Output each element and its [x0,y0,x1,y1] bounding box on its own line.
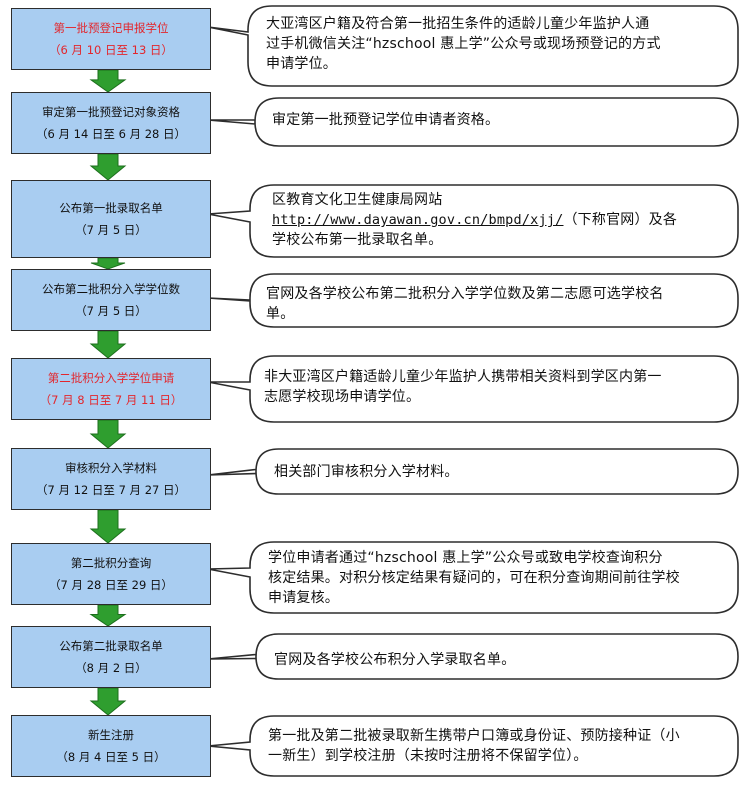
desc-line: 区教育文化卫生健康局网站 [272,192,443,208]
step-desc-9: 第一批及第二批被录取新生携带户口簿或身份证、预防接种证（小 一新生）到学校注册（… [268,726,680,766]
desc-line: 官网及各学校公布第二批积分入学学位数及第二志愿可选学校名 [266,286,664,302]
callout-bubble-8 [207,633,739,680]
callout-bubble-2 [207,97,739,147]
down-arrow-icon [89,604,127,627]
callout-bubble-9 [207,715,739,777]
step-box-7: 第二批积分查询 （7 月 28 日至 29 日） [11,543,211,605]
desc-line: 相关部门审核积分入学材料。 [274,464,459,480]
step-desc-3: 区教育文化卫生健康局网站 http://www.dayawan.gov.cn/b… [272,190,677,250]
step-box-4: 公布第二批积分入学学位数 （7 月 5 日） [11,269,211,331]
step-title: 第一批预登记申报学位 [53,21,169,35]
website-link[interactable]: http://www.dayawan.gov.cn/bmpd/xjj/ [272,212,564,228]
down-arrow-icon [89,419,127,449]
step-date: （6 月 10 日至 13 日） [49,43,173,57]
down-arrow-icon [89,330,127,359]
desc-line: 官网及各学校公布积分入学录取名单。 [274,652,516,668]
down-arrow-icon [89,687,127,716]
step-title: 公布第二批录取名单 [59,639,163,653]
desc-line: 学校公布第一批录取名单。 [272,232,443,248]
step-desc-6: 相关部门审核积分入学材料。 [274,462,459,482]
step-title: 第二批积分入学学位申请 [47,371,175,385]
down-arrow-icon [89,153,127,181]
callout-bubble-3 [207,184,739,258]
down-arrow-icon [90,257,126,270]
step-date: （6 月 14 日至 6 月 28 日） [36,127,186,141]
step-date: （7 月 5 日） [75,304,147,318]
step-title: 审核积分入学材料 [65,461,157,475]
desc-line: 大亚湾区户籍及符合第一批招生条件的适龄儿童少年监护人通 [266,16,650,32]
step-date: （8 月 2 日） [75,661,147,675]
desc-line: 单。 [266,306,295,322]
callout-bubble-1 [207,5,739,87]
step-box-1: 第一批预登记申报学位 （6 月 10 日至 13 日） [11,8,211,70]
step-desc-1: 大亚湾区户籍及符合第一批招生条件的适龄儿童少年监护人通 过手机微信关注“hzsc… [266,14,661,74]
desc-line: 过手机微信关注“hzschool 惠上学”公众号或现场预登记的方式 [266,36,661,52]
desc-line-url: http://www.dayawan.gov.cn/bmpd/xjj/（下称官网… [272,210,677,230]
step-desc-2: 审定第一批预登记学位申请者资格。 [272,110,499,130]
step-box-9: 新生注册 （8 月 4 日至 5 日） [11,715,211,777]
step-title: 公布第二批积分入学学位数 [42,282,180,296]
desc-line: 志愿学校现场申请学位。 [264,389,421,405]
step-date: （7 月 28 日至 29 日） [49,578,173,592]
callout-bubble-6 [207,448,739,495]
step-box-2: 审定第一批预登记对象资格 （6 月 14 日至 6 月 28 日） [11,92,211,154]
desc-line: 非大亚湾区户籍适龄儿童少年监护人携带相关资料到学区内第一 [264,369,662,385]
step-date: （7 月 5 日） [75,223,147,237]
step-desc-7: 学位申请者通过“hzschool 惠上学”公众号或致电学校查询积分 核定结果。对… [268,548,680,608]
down-arrow-icon [89,69,127,93]
desc-line: 第一批及第二批被录取新生携带户口簿或身份证、预防接种证（小 [268,728,680,744]
step-date: （7 月 8 日至 7 月 11 日） [39,393,183,407]
step-desc-8: 官网及各学校公布积分入学录取名单。 [274,650,515,670]
step-box-6: 审核积分入学材料 （7 月 12 日至 7 月 27 日） [11,448,211,510]
down-arrow-icon [89,509,127,544]
step-date: （7 月 12 日至 7 月 27 日） [36,483,186,497]
step-date: （8 月 4 日至 5 日） [56,750,166,764]
step-box-3: 公布第一批录取名单 （7 月 5 日） [11,180,211,258]
callout-bubble-4 [207,273,739,328]
desc-line: 申请复核。 [268,590,339,606]
step-title: 第二批积分查询 [70,556,152,570]
desc-line: 审定第一批预登记学位申请者资格。 [272,112,500,128]
step-title: 新生注册 [88,728,134,742]
desc-line: 申请学位。 [266,56,337,72]
callout-bubble-7 [207,541,739,614]
step-title: 审定第一批预登记对象资格 [42,105,180,119]
step-box-5: 第二批积分入学学位申请 （7 月 8 日至 7 月 11 日） [11,358,211,420]
desc-line: 核定结果。对积分核定结果有疑问的，可在积分查询期间前往学校 [268,570,680,586]
step-box-8: 公布第二批录取名单 （8 月 2 日） [11,626,211,688]
desc-line: 学位申请者通过“hzschool 惠上学”公众号或致电学校查询积分 [268,550,663,566]
desc-url-tail: （下称官网）及各 [563,212,678,228]
desc-line: 一新生）到学校注册（未按时注册将不保留学位）。 [268,748,588,764]
callout-bubble-5 [207,355,739,423]
step-title: 公布第一批录取名单 [59,201,163,215]
step-desc-5: 非大亚湾区户籍适龄儿童少年监护人携带相关资料到学区内第一 志愿学校现场申请学位。 [264,367,662,407]
step-desc-4: 官网及各学校公布第二批积分入学学位数及第二志愿可选学校名 单。 [266,284,664,324]
